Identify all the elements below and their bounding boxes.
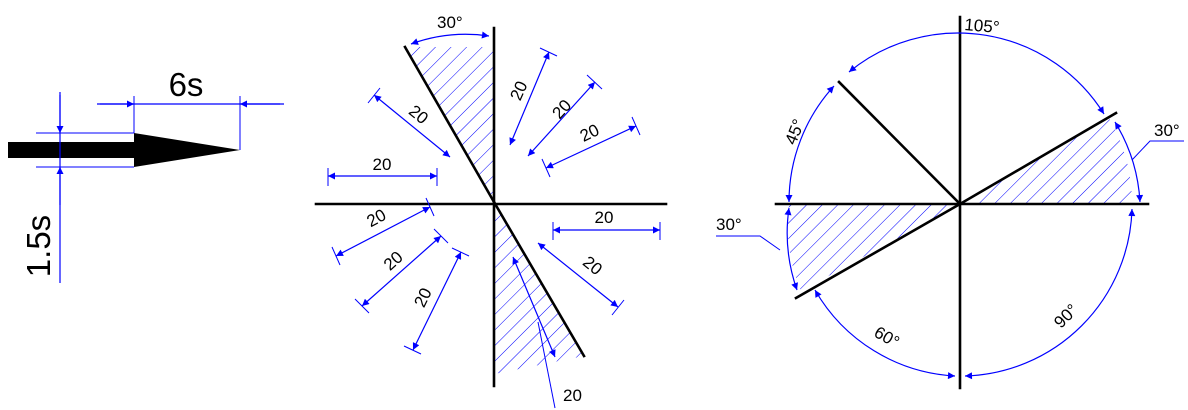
angle-label-90: 90° <box>1050 300 1082 332</box>
dimension-value: 20 <box>364 205 390 231</box>
dimension-value: 20 <box>549 96 576 123</box>
dimension-left-horizontal: 20 <box>327 155 438 186</box>
angular-dimensions-figure: 105° 45° 30° 30° 60° 90° <box>716 15 1184 390</box>
line-upper-right-30 <box>958 111 1118 206</box>
line-lower-left-30 <box>794 202 962 300</box>
leader-30-right <box>1131 140 1184 161</box>
line-upper-left-45 <box>837 80 962 206</box>
angle-30-arc <box>410 31 490 45</box>
dimension-upper-right-2: 20 <box>527 74 603 157</box>
dimension-lower-left-3: 20 <box>403 247 470 355</box>
arc-30-left <box>784 207 798 291</box>
angle-label-45: 45° <box>781 116 808 147</box>
hatched-sector-left-fill <box>787 204 960 291</box>
dimension-upper-right-1: 20 <box>506 47 558 146</box>
arc-90 <box>964 208 1136 380</box>
arrow-body <box>8 133 240 167</box>
dimension-value: 20 <box>373 155 392 174</box>
arc-45 <box>785 85 835 203</box>
angle-label-105: 105° <box>964 15 1001 37</box>
dimension-value: 20 <box>579 252 606 279</box>
dimension-value: 20 <box>577 120 602 145</box>
linear-dimensions-figure: 30° 20 20 20 20 20 <box>314 13 668 409</box>
angle-label-60: 60° <box>871 323 903 352</box>
arc-60 <box>814 289 956 380</box>
dimension-lower-left-1: 20 <box>331 197 435 266</box>
dimension-value: 20 <box>506 78 531 103</box>
dimension-value: 20 <box>563 386 582 405</box>
hatched-sector-right-fill <box>960 118 1132 204</box>
dimension-right-horizontal: 20 <box>552 208 661 240</box>
arrow-figure: 6s 1.5s <box>8 66 284 283</box>
dimension-upper-right-3: 20 <box>541 116 641 178</box>
angle-label-30-left: 30° <box>716 215 742 234</box>
dimension-lower-sector: 20 <box>512 256 582 409</box>
dimension-lower-left-2: 20 <box>354 228 449 314</box>
arc-105 <box>848 32 1105 115</box>
arrow-width-label: 1.5s <box>20 215 57 277</box>
arc-30-right <box>1114 121 1144 203</box>
dimension-value: 20 <box>410 285 435 310</box>
angle-30-label: 30° <box>437 13 463 32</box>
leader-30-left <box>716 235 781 251</box>
angle-label-30-right: 30° <box>1154 121 1180 140</box>
arrow-length-label: 6s <box>169 66 204 103</box>
dimension-value: 20 <box>595 208 614 227</box>
